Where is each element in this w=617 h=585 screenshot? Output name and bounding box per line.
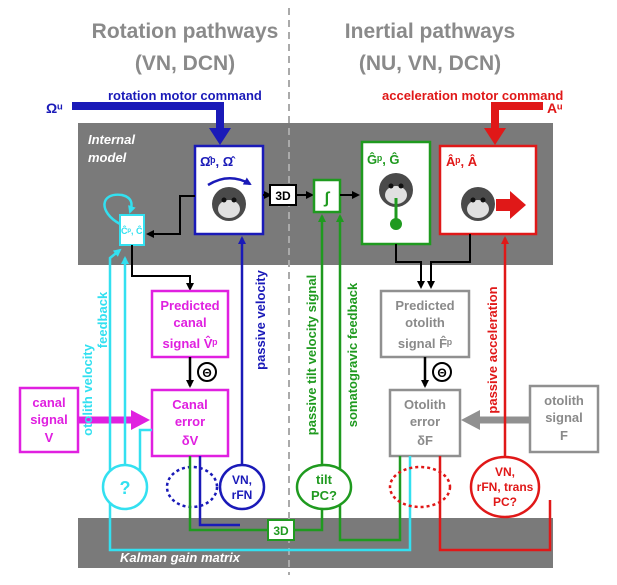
gravity-bob-icon (390, 218, 402, 230)
internal-model-label-line2: model (88, 150, 127, 165)
rotation-motor-symbol: Ωᵘ (46, 100, 62, 116)
canal-signal-input-arrowhead (131, 410, 150, 430)
threeD-bottom-label: 3D (273, 524, 289, 538)
rotation-motor-command-label: rotation motor command (108, 88, 262, 103)
gravity-to-predicted-otolith-line (395, 244, 425, 289)
canal-self-loop (103, 193, 136, 226)
dotted-blue-cell (165, 465, 219, 509)
vn-rfn-trans-line2: rFN, trans (477, 480, 534, 494)
predicted-canal-line1: Predicted (160, 298, 219, 313)
predicted-canal-line3: signal V̂ᵖ (163, 336, 218, 351)
passive-acceleration-label: passive acceleration (485, 286, 500, 413)
otolith-error-line2: error (410, 414, 440, 429)
somatogravic-feedback-path (336, 214, 402, 542)
question-cell (101, 463, 149, 511)
green-3d-to-tilt-path (294, 510, 324, 532)
acceleration-motor-command-label: acceleration motor command (382, 88, 563, 103)
canal-signal-block (18, 386, 80, 454)
rotation-pathways-subtitle: (VN, DCN) (135, 52, 235, 75)
kalman-gain-matrix-label: Kalman gain matrix (120, 550, 241, 565)
accel-estimate-label: Âᵖ, Â (446, 154, 478, 169)
passive-velocity-label: passive velocity (253, 269, 268, 369)
red-error-to-kalman-path (438, 456, 552, 552)
canal-minus-icon (197, 362, 217, 382)
otolith-velocity-feedback-label-2: feedback (95, 291, 110, 348)
canal-signal-line1: canal (32, 395, 65, 410)
otolith-signal-line1: otolith (544, 393, 584, 408)
predicted-otolith-line3: signal F̂ᵖ (398, 336, 452, 351)
acceleration-arrow-icon (496, 191, 526, 219)
monkey-head-accel-icon (461, 187, 495, 221)
acceleration-motor-symbol: Aᵘ (547, 100, 562, 116)
otolith-error-block (388, 388, 462, 458)
canal-to-predicted-canal-line (131, 245, 194, 291)
vn-rfn-trans-pc-cell (469, 455, 541, 519)
vn-rfn-cell (218, 463, 266, 511)
otolith-signal-block (528, 384, 600, 454)
inertial-pathways-subtitle: (NU, VN, DCN) (359, 52, 501, 75)
rotation-estimate-label: Ω̂ᵖ, Ω̂ (200, 154, 236, 169)
canal-minus-symbol: Θ (202, 366, 211, 380)
accel-estimate-block (438, 144, 538, 236)
predicted-otolith-line2: otolith (405, 315, 445, 330)
otolith-signal-input-arrowhead (461, 410, 480, 430)
otolith-minus-icon (432, 362, 452, 382)
vn-rfn-line1: VN, (232, 473, 252, 487)
otolith-signal-line3: F (560, 428, 568, 443)
passive-tilt-velocity-label: passive tilt velocity signal (304, 275, 319, 435)
tilt-pc-line1: tilt (316, 472, 333, 487)
cyan-feedback-path-outer (108, 248, 412, 552)
otolith-error-line1: Otolith (404, 397, 446, 412)
acceleration-motor-arrowhead (484, 128, 506, 145)
dotted-red-cell (388, 465, 452, 509)
rotation-motor-command-line (72, 102, 224, 130)
canal-error-block (150, 388, 230, 458)
somatogravic-feedback-label: somatogravic feedback (345, 282, 360, 427)
accel-to-predicted-otolith-line (427, 234, 471, 289)
tilt-pc-cell (295, 463, 353, 511)
canal-estimate-label: Ĉᵖ, Ĉ (121, 225, 143, 236)
otolith-minus-symbol: Θ (437, 366, 446, 380)
internal-model-label-line1: Internal (88, 132, 135, 147)
inertial-pathways-title: Inertial pathways (345, 20, 515, 43)
rotation-to-canal-line (146, 195, 195, 238)
vn-rfn-trans-line1: VN, (495, 465, 515, 479)
canal-signal-line3: V (45, 430, 54, 445)
predicted-otolith-line1: Predicted (395, 298, 454, 313)
otolith-velocity-feedback-label-1: otolith velocity (80, 343, 95, 436)
red-canal-error-path (198, 456, 240, 527)
kalman-band (78, 518, 553, 568)
predicted-canal-line2: canal (173, 315, 206, 330)
rotation-arrow-icon (207, 177, 252, 187)
otolith-error-line3: δF (417, 433, 433, 448)
acceleration-motor-command-line (491, 102, 543, 130)
cyan-canal-error-link (138, 428, 152, 470)
green-canal-error-path (188, 456, 270, 532)
rotation-pathways-title: Rotation pathways (92, 20, 279, 43)
monkey-head-icon (212, 187, 246, 221)
canal-error-line2: error (175, 414, 205, 429)
canal-error-line1: Canal (172, 397, 207, 412)
integrator-label: ∫ (323, 190, 331, 207)
rotation-motor-arrowhead (209, 128, 231, 145)
tilt-pc-line2: PC? (311, 488, 337, 503)
question-cell-label: ? (120, 478, 131, 498)
monkey-head-tilted-icon (379, 173, 413, 207)
otolith-signal-line2: signal (545, 410, 583, 425)
canal-signal-line2: signal (30, 412, 68, 427)
threeD-top-label: 3D (275, 189, 291, 203)
gravity-estimate-label: Ĝᵖ, Ĝ (367, 152, 400, 167)
vn-rfn-trans-line3: PC? (493, 495, 517, 509)
canal-error-line3: δV (182, 433, 199, 448)
vn-rfn-line2: rFN (232, 488, 253, 502)
